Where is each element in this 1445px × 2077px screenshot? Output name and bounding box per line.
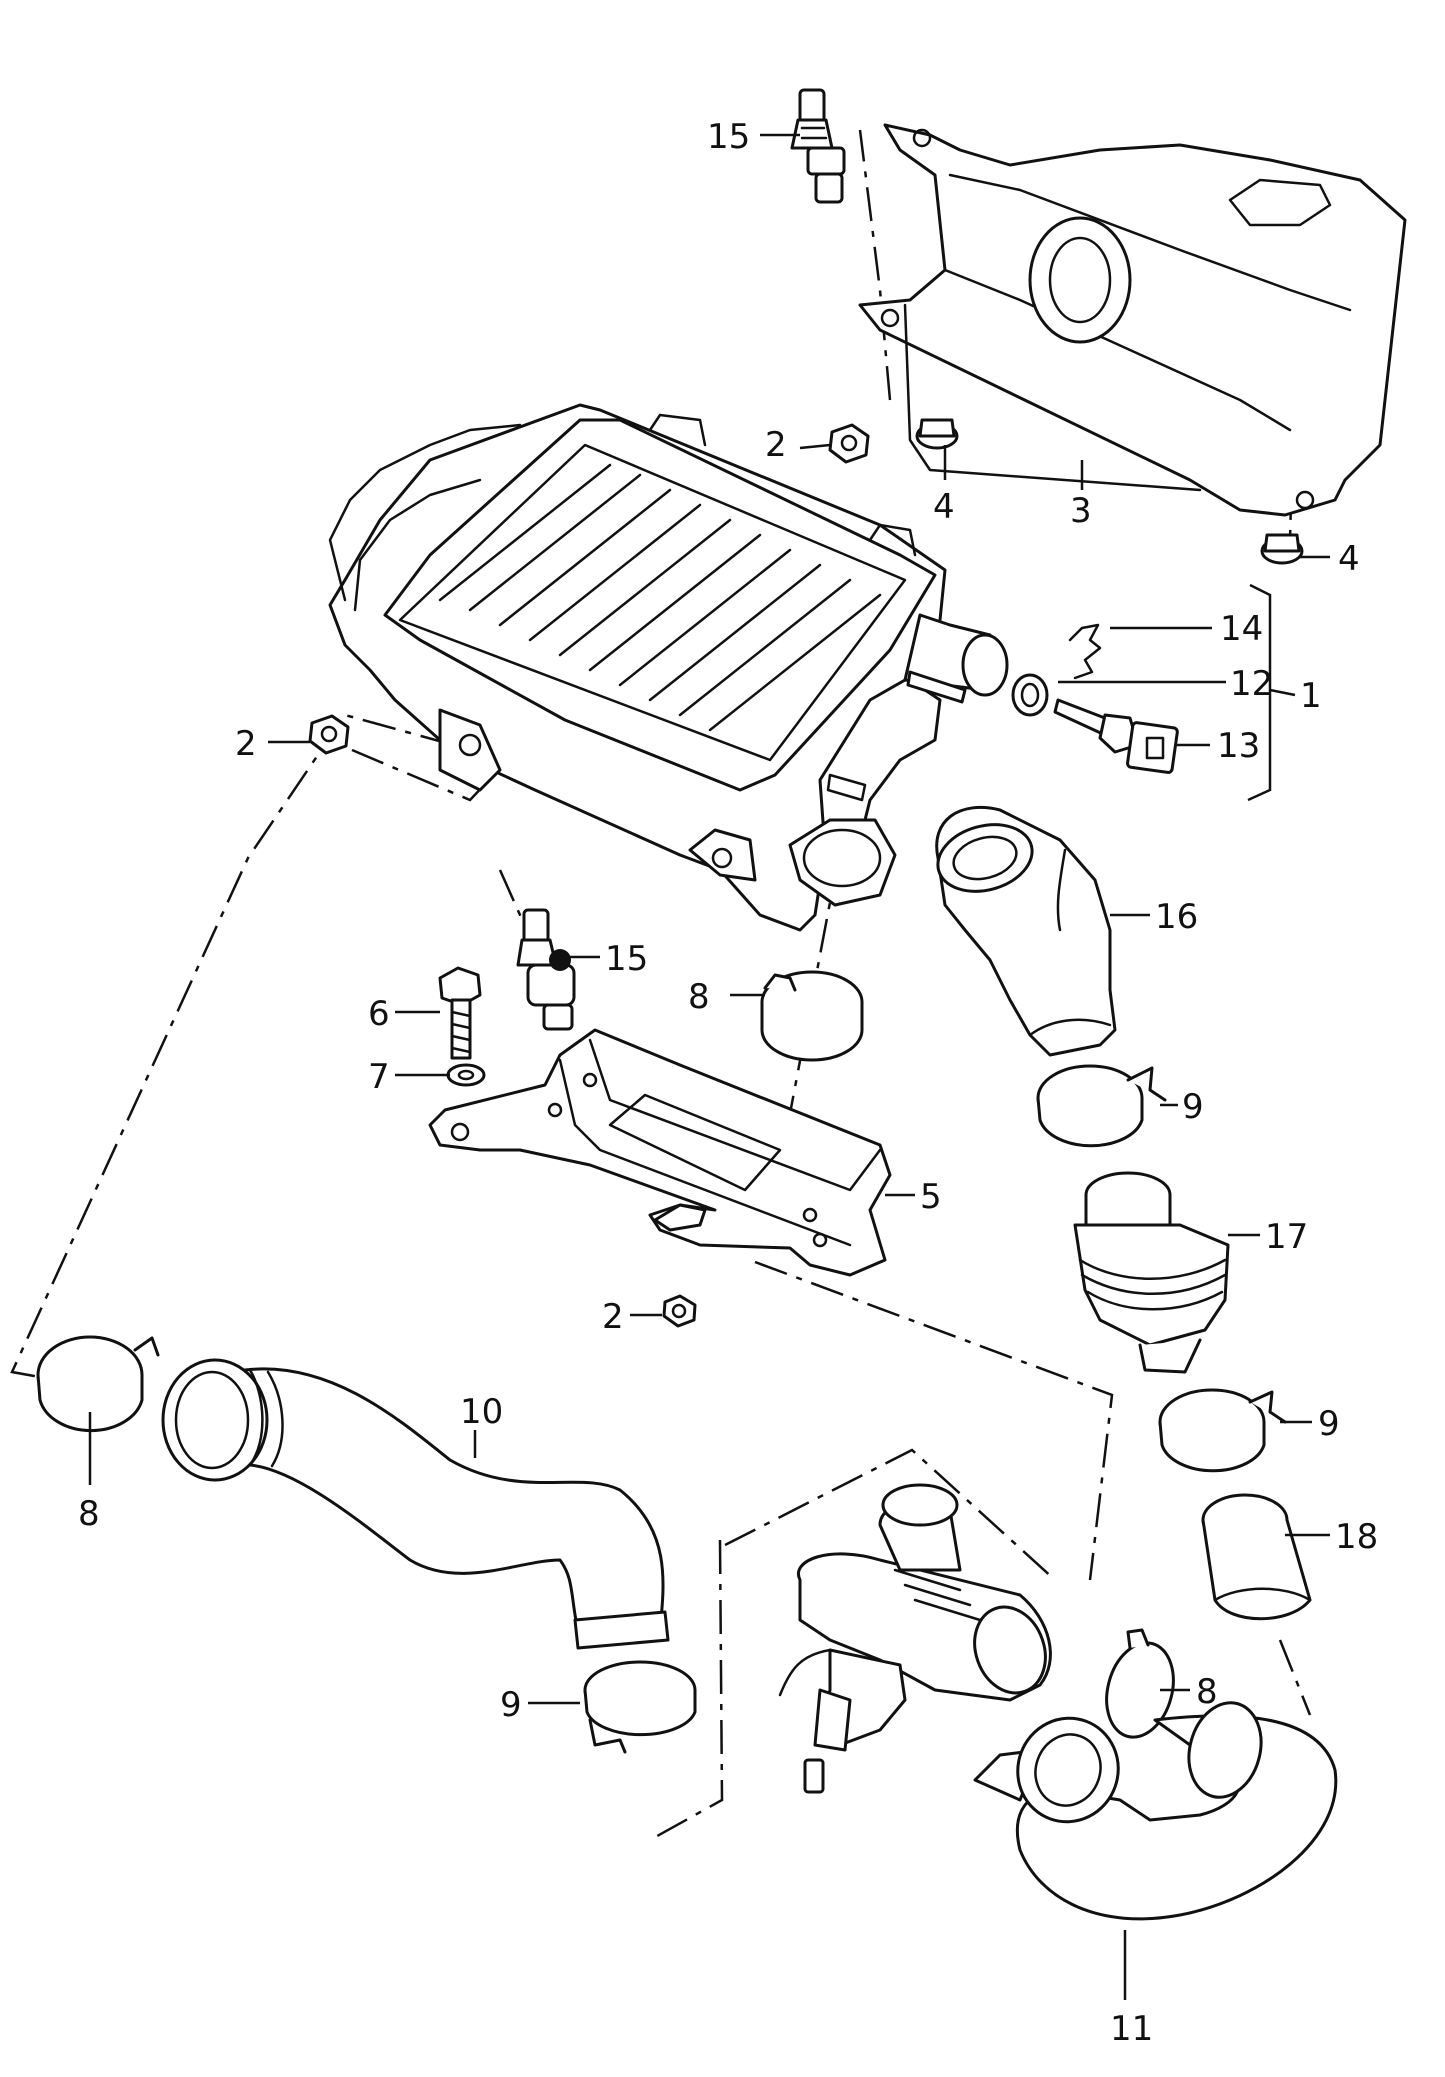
vent-valve-part-15-upper — [790, 88, 846, 204]
callout-6: 6 — [368, 994, 390, 1034]
callout-15-lower: 15 — [605, 939, 648, 979]
flange-nut-part-4-left — [915, 418, 959, 450]
callout-18: 18 — [1335, 1517, 1378, 1557]
callout-5: 5 — [920, 1177, 942, 1217]
hose-clamp-part-9-middle — [1158, 1388, 1287, 1473]
nut-part-2-top — [828, 423, 870, 464]
nut-part-2-left — [308, 714, 350, 755]
callout-2-left: 2 — [235, 724, 257, 764]
callout-7: 7 — [368, 1057, 390, 1097]
retaining-clip-part-14 — [1068, 623, 1102, 680]
callout-15-top: 15 — [707, 117, 750, 157]
vent-valve-part-15-lower — [516, 908, 576, 1031]
hose-clamp-part-8-top — [760, 970, 864, 1062]
callout-4-left: 4 — [933, 487, 955, 527]
leader-lines — [88, 133, 1330, 2000]
callout-16: 16 — [1155, 897, 1198, 937]
callout-11: 11 — [1110, 2009, 1153, 2049]
hose-clamp-part-8-left — [36, 1335, 160, 1433]
upper-bracket-part-3 — [858, 123, 1407, 517]
callout-10: 10 — [460, 1392, 503, 1432]
lower-bracket-part-5 — [428, 1028, 892, 1277]
callout-9-bottom: 9 — [500, 1685, 522, 1725]
intercooler-fins — [438, 463, 882, 732]
callout-9-top: 9 — [1182, 1087, 1204, 1127]
callout-8-top: 8 — [688, 977, 710, 1017]
callout-labels: 15 2 4 3 4 14 12 1 13 2 16 15 8 6 7 9 5 … — [78, 117, 1378, 2049]
flange-nut-part-4-right — [1260, 533, 1304, 565]
temperature-sensor-part-13 — [1053, 698, 1179, 774]
intercooler — [328, 403, 1009, 932]
hose-assembly-part-11 — [778, 1483, 1338, 1921]
callout-17: 17 — [1265, 1217, 1308, 1257]
callout-4-right: 4 — [1338, 539, 1360, 579]
callout-13: 13 — [1217, 726, 1260, 766]
hose-clamp-part-9-upper — [1036, 1064, 1167, 1148]
washer-part-7 — [446, 1063, 486, 1087]
callout-2-bottom: 2 — [602, 1297, 624, 1337]
nut-part-2-bottom — [662, 1294, 697, 1328]
callout-14: 14 — [1220, 609, 1263, 649]
hose-clamp-part-8-right — [1105, 1628, 1175, 1739]
o-ring-part-12 — [1011, 673, 1049, 717]
callout-8-right: 8 — [1196, 1672, 1218, 1712]
bolt-part-6 — [438, 966, 482, 1060]
callout-2-top: 2 — [765, 425, 787, 465]
hose-clamp-part-9-lower — [583, 1660, 697, 1754]
callout-3: 3 — [1070, 491, 1092, 531]
callout-9-middle: 9 — [1318, 1404, 1340, 1444]
hose-part-10 — [161, 1358, 670, 1650]
sleeve-part-18 — [1201, 1493, 1312, 1621]
callout-1: 1 — [1300, 676, 1322, 716]
callout-12: 12 — [1230, 664, 1273, 704]
hose-part-16 — [935, 805, 1117, 1057]
connector-part-17 — [1073, 1171, 1230, 1374]
callout-8-left: 8 — [78, 1494, 100, 1534]
